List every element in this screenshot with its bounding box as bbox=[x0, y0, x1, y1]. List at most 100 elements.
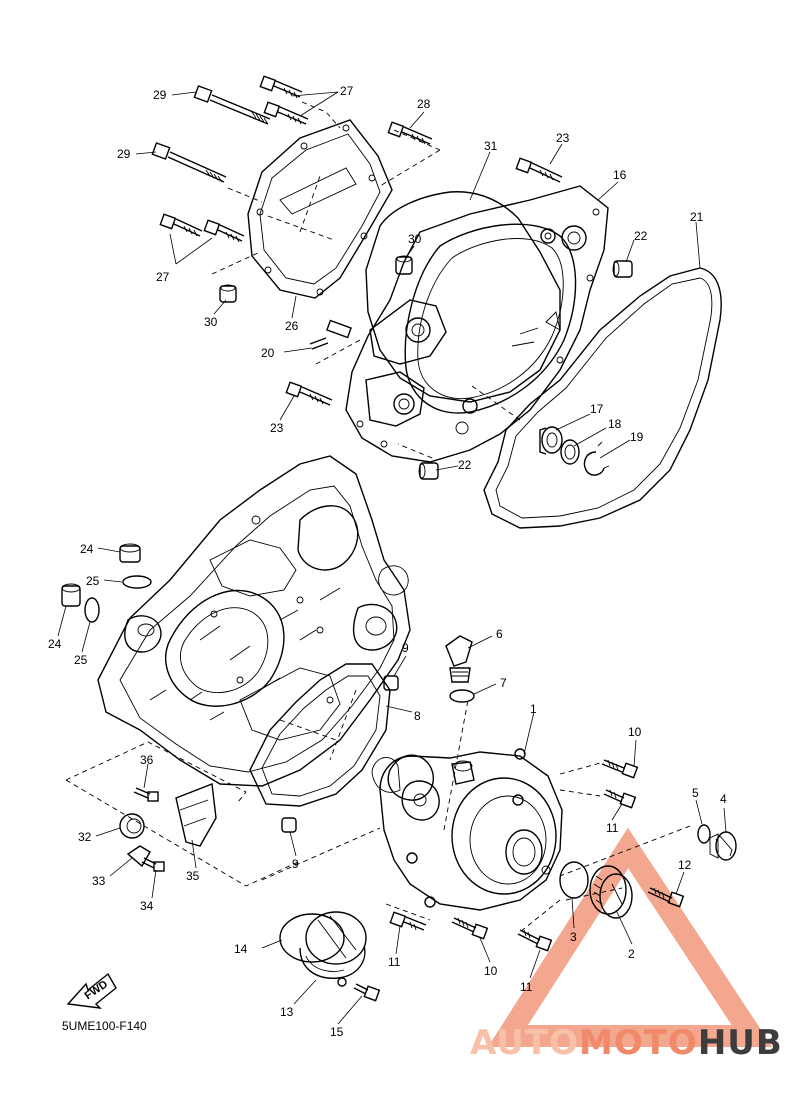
bolt-23-upper bbox=[515, 157, 563, 183]
callout-10-lower: 10 bbox=[484, 964, 498, 978]
gasket-8 bbox=[249, 663, 391, 807]
bolt-29-upper bbox=[193, 85, 271, 125]
callout-19: 19 bbox=[630, 430, 644, 444]
callout-6: 6 bbox=[496, 627, 503, 641]
callout-17: 17 bbox=[590, 402, 604, 416]
o-ring-25-upper bbox=[122, 575, 152, 589]
dowel-22-lower bbox=[418, 462, 439, 480]
bolt-11-bottom bbox=[517, 929, 553, 952]
callout-31: 31 bbox=[484, 139, 498, 153]
callout-4: 4 bbox=[720, 792, 727, 806]
clutch-cover-group bbox=[151, 75, 722, 529]
bolt-27-b bbox=[263, 101, 309, 125]
callout-24-upper: 24 bbox=[80, 542, 94, 556]
callout-35: 35 bbox=[186, 869, 200, 883]
fwd-label: FWD bbox=[83, 978, 111, 1002]
callout-25-upper: 25 bbox=[86, 574, 100, 588]
callout-3: 3 bbox=[570, 930, 577, 944]
callout-30-upper: 30 bbox=[408, 232, 422, 246]
callout-34: 34 bbox=[140, 899, 154, 913]
circlip-19 bbox=[583, 441, 610, 476]
callout-18: 18 bbox=[608, 417, 622, 431]
callout-5: 5 bbox=[692, 786, 699, 800]
o-ring-5 bbox=[697, 824, 711, 844]
bolt-23-lower bbox=[285, 381, 333, 406]
callout-16: 16 bbox=[613, 168, 627, 182]
bolt-27-c bbox=[159, 213, 203, 237]
dowel-30-upper bbox=[395, 255, 413, 275]
callout-9-upper: 9 bbox=[402, 641, 409, 655]
bolt-12 bbox=[647, 887, 685, 908]
callout-27-lower: 27 bbox=[156, 270, 170, 284]
bolt-10-upper bbox=[601, 759, 639, 779]
cap-2 bbox=[589, 865, 633, 919]
clutch-cover-26 bbox=[247, 119, 393, 299]
crankcase-body bbox=[97, 455, 411, 787]
bolt-11-left bbox=[389, 911, 427, 931]
callout-15: 15 bbox=[330, 1025, 344, 1039]
callout-27-upper: 27 bbox=[340, 84, 354, 98]
callout-28: 28 bbox=[417, 97, 431, 111]
gasket-21 bbox=[483, 267, 722, 529]
dowel-22-upper bbox=[612, 260, 633, 278]
callout-7: 7 bbox=[500, 676, 507, 690]
callout-24-lower: 24 bbox=[48, 637, 62, 651]
callout-23-lower: 23 bbox=[270, 421, 284, 435]
crankcase-cover-16 bbox=[345, 185, 609, 463]
callout-22-upper: 22 bbox=[634, 229, 648, 243]
pin-20 bbox=[309, 319, 352, 350]
callout-26: 26 bbox=[285, 319, 299, 333]
bracket-35 bbox=[175, 783, 217, 847]
grommet-32 bbox=[119, 813, 145, 839]
bolt-36 bbox=[133, 787, 159, 802]
crankcase-cover-1 bbox=[371, 748, 563, 911]
callout-22-lower: 22 bbox=[458, 458, 472, 472]
callout-2: 2 bbox=[628, 947, 635, 961]
bolt-28 bbox=[387, 121, 433, 145]
bracket-group bbox=[65, 741, 381, 887]
diagram-code: 5UME100-F140 bbox=[62, 1019, 147, 1033]
watermark-auto: AUTO bbox=[470, 1023, 579, 1063]
callout-23-upper: 23 bbox=[556, 131, 570, 145]
callout-11-bottom: 11 bbox=[520, 980, 533, 994]
dowel-9-upper bbox=[383, 675, 399, 691]
dowel-30-lower bbox=[219, 284, 237, 303]
watermark-logo: AUTOMOTOHUB bbox=[470, 827, 783, 1063]
callout-10-upper: 10 bbox=[628, 725, 642, 739]
forward-arrow-icon: FWD bbox=[66, 972, 117, 1009]
watermark-triangle bbox=[487, 827, 773, 1047]
bolt-11-right bbox=[603, 789, 637, 809]
o-ring-7 bbox=[449, 689, 475, 703]
watermark-text: AUTOMOTOHUB bbox=[470, 1023, 783, 1063]
o-ring-3 bbox=[559, 861, 589, 899]
cover-13 bbox=[299, 911, 367, 987]
callout-29-upper: 29 bbox=[153, 88, 167, 102]
bolt-10-lower bbox=[451, 917, 489, 940]
callout-9-lower: 9 bbox=[292, 857, 299, 871]
callout-36: 36 bbox=[140, 753, 154, 767]
callout-8: 8 bbox=[414, 709, 421, 723]
collar-24-lower bbox=[61, 583, 81, 607]
bolt-34 bbox=[141, 857, 165, 872]
callout-32: 32 bbox=[78, 830, 92, 844]
callout-13: 13 bbox=[280, 1005, 294, 1019]
magneto-cover-group bbox=[279, 635, 737, 1002]
callout-11-left: 11 bbox=[388, 955, 401, 969]
crankcase-group bbox=[61, 455, 411, 833]
callout-11-right: 11 bbox=[606, 821, 619, 835]
gasket-31 bbox=[365, 191, 561, 403]
callout-29-lower: 29 bbox=[117, 147, 131, 161]
watermark-hub: HUB bbox=[698, 1023, 783, 1063]
o-ring-25-lower bbox=[84, 597, 100, 623]
bolt-27-a bbox=[259, 75, 303, 99]
plug-6 bbox=[445, 635, 473, 683]
gasket-14 bbox=[279, 913, 345, 963]
callout-25-lower: 25 bbox=[74, 653, 88, 667]
bolt-29-lower bbox=[151, 142, 227, 183]
callout-numbers: 29 27 28 29 31 23 16 21 22 30 27 30 26 2… bbox=[48, 84, 727, 1039]
clamp-33 bbox=[126, 845, 151, 868]
callout-33: 33 bbox=[92, 874, 106, 888]
dowel-9-lower bbox=[281, 817, 297, 833]
callout-21: 21 bbox=[690, 210, 704, 224]
